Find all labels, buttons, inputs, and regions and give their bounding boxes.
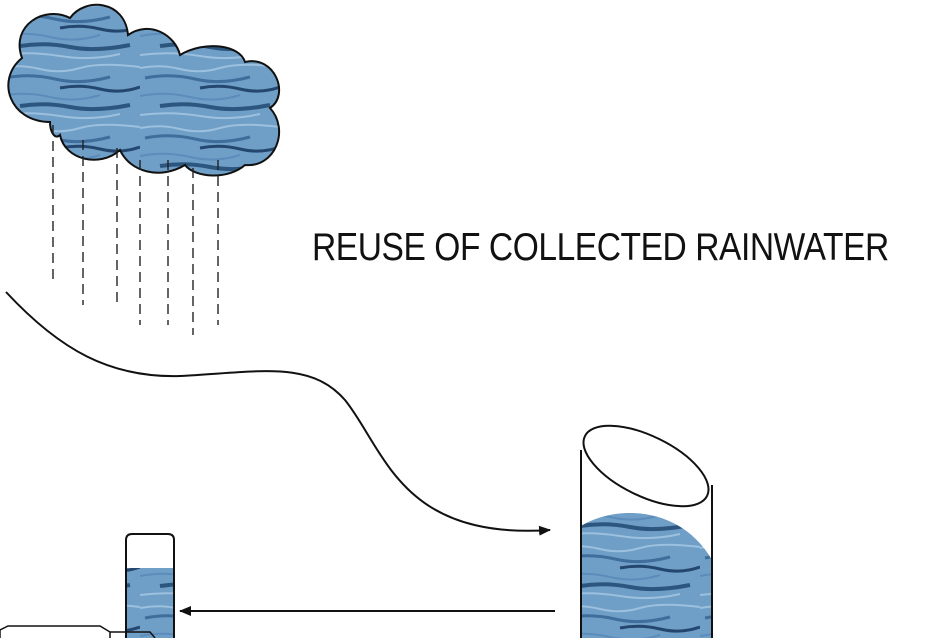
rain-cloud [7,3,281,177]
rain-drops [52,125,219,335]
tank-water [581,513,712,638]
base-platform [0,625,156,638]
small-water-container [125,533,175,638]
diagram-title: REUSE OF COLLECTED RAINWATER [312,226,889,269]
container-water [126,568,174,638]
container-outline [125,533,175,638]
collection-tank [580,424,713,638]
tank-opening [582,424,710,508]
cloud-shape [7,3,281,177]
runoff-curve [5,291,551,536]
